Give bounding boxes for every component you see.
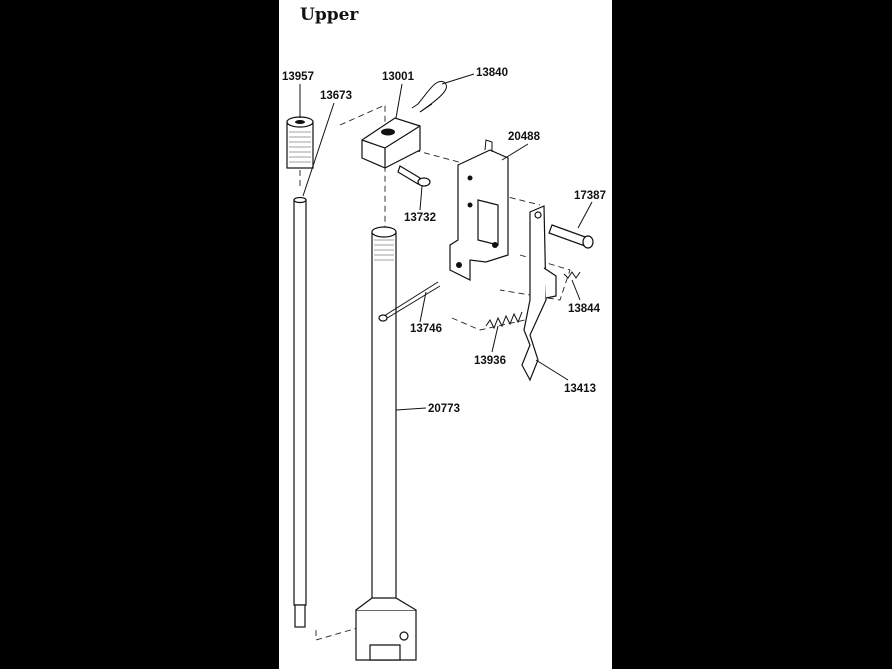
label-13732: 13732 [404, 212, 436, 224]
label-20488: 20488 [508, 131, 541, 143]
part-13957-collar [286, 116, 314, 169]
label-13001: 13001 [382, 71, 415, 83]
part-20773-shaft [355, 226, 417, 661]
part-13936-spring [485, 311, 523, 330]
leader-lines [299, 73, 593, 411]
part-17387-pin [548, 224, 594, 249]
label-13413: 13413 [564, 383, 596, 395]
part-13746-cotter-pin [378, 281, 441, 322]
label-13936: 13936 [474, 355, 506, 367]
label-13840: 13840 [476, 67, 508, 79]
part-13413-lever [521, 205, 557, 382]
part-13844-small-spring [563, 271, 581, 279]
part-labels: 13957 13673 13001 13840 20488 13732 1738… [282, 67, 606, 415]
label-13957: 13957 [282, 71, 314, 83]
label-17387: 17387 [574, 190, 606, 202]
label-13746: 13746 [410, 323, 442, 335]
diagram-panel [279, 0, 612, 669]
diagram-title: Upper [300, 5, 359, 25]
part-13673-rod [293, 196, 307, 628]
part-13732-screw [397, 165, 431, 187]
label-13844: 13844 [568, 303, 601, 315]
label-20773: 20773 [428, 403, 460, 415]
label-13673: 13673 [320, 90, 352, 102]
part-20488-bracket [449, 139, 509, 281]
part-13840-hairpin-clip [411, 80, 447, 113]
part-13001-block [361, 117, 421, 169]
